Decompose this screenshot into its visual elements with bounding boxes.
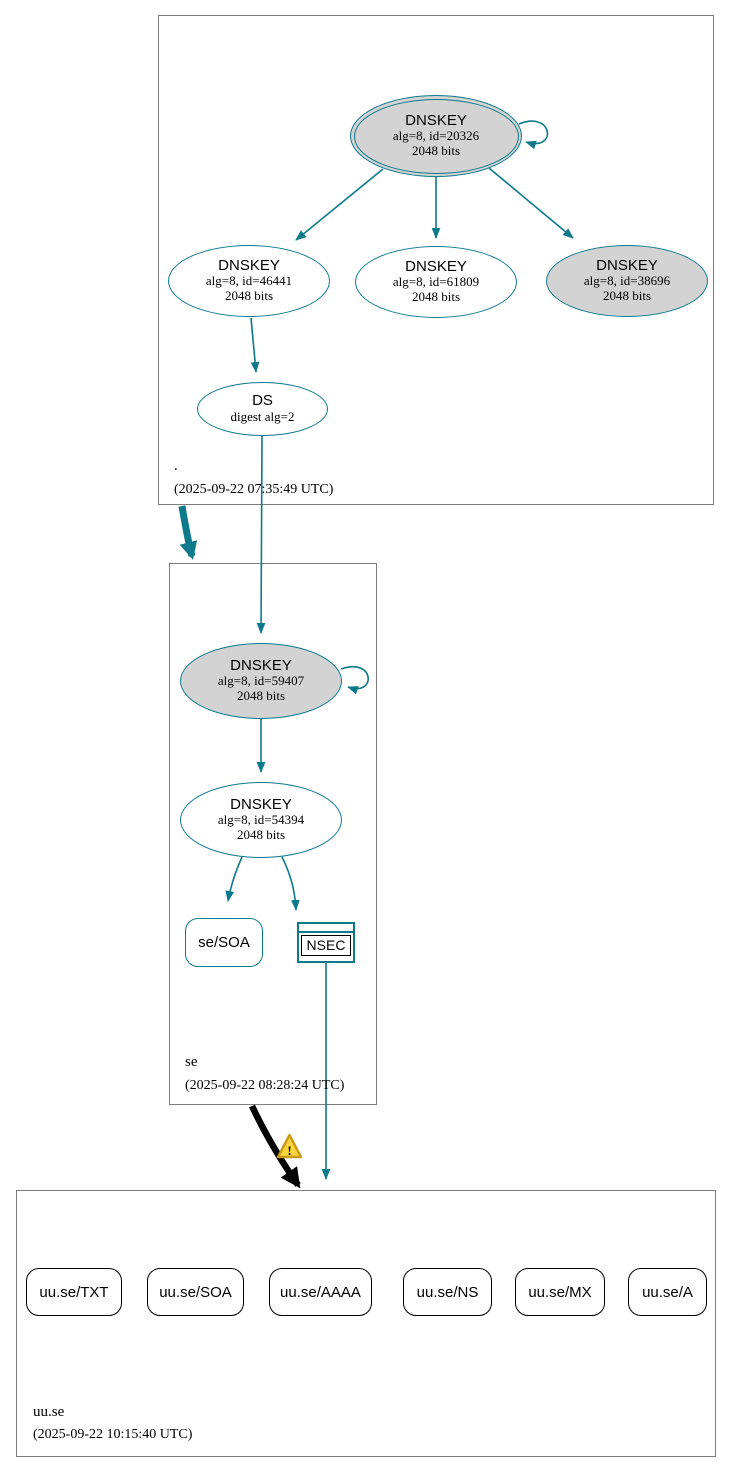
zone-timestamp-se: (2025-09-22 08:28:24 UTC) bbox=[185, 1078, 345, 1093]
node-root-dnskey-46441: DNSKEY alg=8, id=46441 2048 bits bbox=[168, 245, 330, 317]
zone-box-uu-se bbox=[16, 1190, 716, 1457]
node-uu-se-aaaa: uu.se/AAAA bbox=[269, 1268, 372, 1316]
node-uu-se-ns: uu.se/NS bbox=[403, 1268, 492, 1316]
node-uu-se-txt: uu.se/TXT bbox=[26, 1268, 122, 1316]
zone-timestamp-uu-se: (2025-09-22 10:15:40 UTC) bbox=[33, 1427, 193, 1442]
node-root-dnskey-61809: DNSKEY alg=8, id=61809 2048 bits bbox=[355, 246, 517, 318]
nsec-header-strip bbox=[299, 924, 353, 933]
node-se-nsec: NSEC bbox=[297, 922, 355, 963]
node-se-ksk-59407: DNSKEY alg=8, id=59407 2048 bits bbox=[180, 643, 342, 719]
node-uu-se-soa: uu.se/SOA bbox=[147, 1268, 244, 1316]
svg-text:!: ! bbox=[287, 1143, 291, 1158]
warning-icon: ! bbox=[276, 1133, 303, 1159]
zone-name-uu-se: uu.se bbox=[33, 1404, 65, 1420]
edge-delegation-se-to-uu-se bbox=[249, 1104, 301, 1189]
zone-name-root: . bbox=[174, 458, 178, 474]
zone-timestamp-root: (2025-09-22 07:35:49 UTC) bbox=[174, 482, 334, 497]
node-uu-se-a: uu.se/A bbox=[628, 1268, 707, 1316]
zone-name-se: se bbox=[185, 1054, 198, 1070]
node-root-ds: DS digest alg=2 bbox=[197, 382, 328, 436]
node-uu-se-mx: uu.se/MX bbox=[515, 1268, 605, 1316]
node-root-ksk-20326: DNSKEY alg=8, id=20326 2048 bits bbox=[350, 95, 522, 177]
node-se-soa: se/SOA bbox=[185, 918, 263, 967]
node-root-dnskey-38696: DNSKEY alg=8, id=38696 2048 bits bbox=[546, 245, 708, 317]
ksk-double-border bbox=[353, 98, 519, 174]
node-se-dnskey-54394: DNSKEY alg=8, id=54394 2048 bits bbox=[180, 782, 342, 858]
edge-delegation-root-to-se bbox=[178, 505, 198, 560]
